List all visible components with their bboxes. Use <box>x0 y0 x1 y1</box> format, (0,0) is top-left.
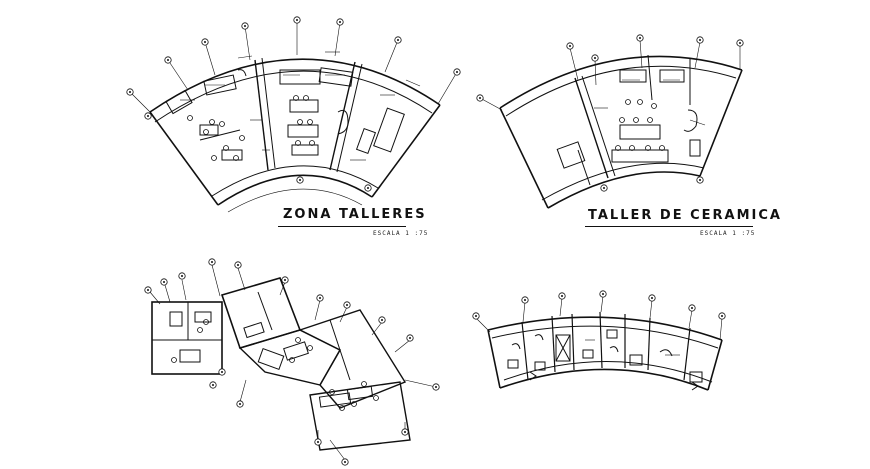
plan-taller-ceramica <box>479 39 743 209</box>
title-taller-ceramica: TALLER DE CERAMICA <box>588 208 782 223</box>
grid-bubbles-bottom-right <box>472 290 726 320</box>
title-underline-zona-talleres <box>278 226 406 227</box>
grid-bubbles-zona-talleres <box>126 16 461 192</box>
title-zona-talleres: ZONA TALLERES <box>283 207 427 222</box>
scale-taller-ceramica: ESCALA 1 :75 <box>700 230 756 237</box>
plan-zona-talleres <box>129 20 458 213</box>
scale-zona-talleres: ESCALA 1 :75 <box>373 230 429 237</box>
plan-bottom-left <box>149 264 437 461</box>
title-underline-taller-ceramica <box>585 226 753 227</box>
plan-bottom-right <box>475 295 723 391</box>
